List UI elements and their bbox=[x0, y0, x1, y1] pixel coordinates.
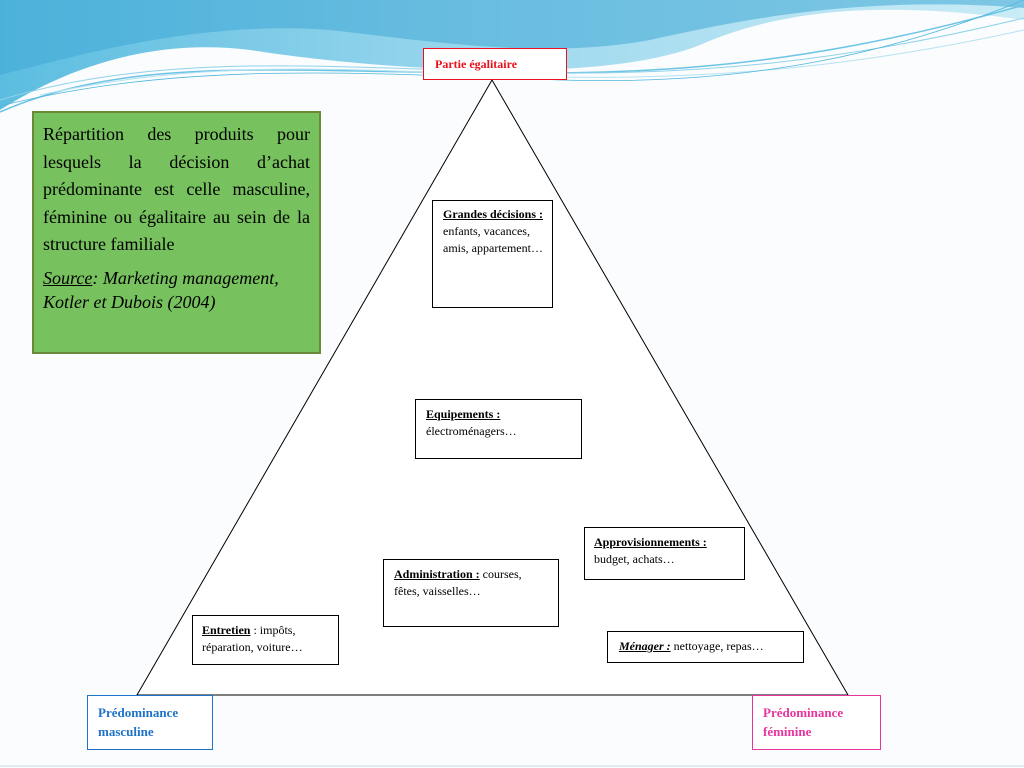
box-administration: Administration : courses, fêtes, vaissel… bbox=[383, 559, 559, 627]
label-predominance-feminine: Prédominance féminine bbox=[752, 695, 881, 750]
summary-text: Répartition des produits pour lesquels l… bbox=[43, 124, 310, 255]
administration-text: courses, fêtes, vaisselles… bbox=[394, 567, 522, 598]
grandes-title: Grandes décisions : bbox=[443, 207, 544, 221]
box-entretien: Entretien : impôts, réparation, voiture… bbox=[192, 615, 339, 665]
equipements-title: Equipements : bbox=[426, 407, 501, 421]
entretien-title: Entretien bbox=[202, 623, 251, 637]
grandes-text: enfants, vacances, amis, appartement… bbox=[443, 224, 543, 255]
box-grandes-decisions: Grandes décisions : enfants, vacances, a… bbox=[432, 200, 553, 308]
box-equipements: Equipements : électroménagers… bbox=[415, 399, 582, 459]
box-approvisionnements: Approvisionnements : budget, achats… bbox=[584, 527, 745, 580]
menager-text: nettoyage, repas… bbox=[673, 639, 764, 653]
equipements-text: électroménagers… bbox=[426, 424, 517, 438]
entretien-text: : impôts, réparation, voiture… bbox=[202, 623, 303, 654]
source-label: Source bbox=[43, 267, 93, 288]
label-predominance-masculine: Prédominance masculine bbox=[87, 695, 213, 750]
box-menager: Ménager : nettoyage, repas… bbox=[607, 631, 804, 663]
administration-title: Administration : bbox=[394, 567, 480, 581]
menager-title: Ménager : bbox=[619, 639, 671, 653]
summary-box: Répartition des produits pour lesquels l… bbox=[32, 111, 321, 354]
summary-source: Source: Marketing management, Kotler et … bbox=[43, 266, 310, 314]
approvisionnements-text: budget, achats… bbox=[594, 552, 675, 566]
approvisionnements-title: Approvisionnements : bbox=[594, 535, 707, 549]
top-label-egalitaire: Partie égalitaire bbox=[423, 48, 567, 80]
source-reference: : Marketing management, Kotler et Dubois… bbox=[43, 267, 279, 312]
